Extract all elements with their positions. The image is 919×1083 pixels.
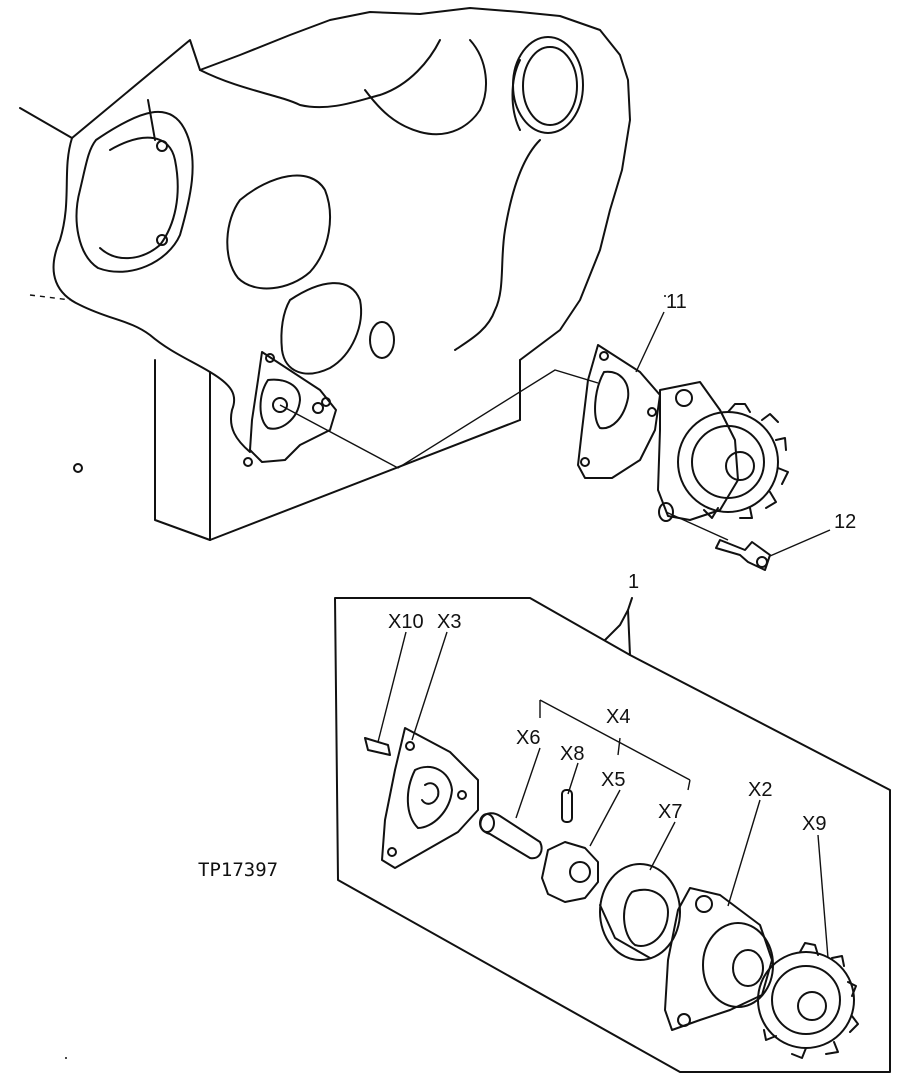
callout-x8: X8 [560,743,584,765]
callout-1: 1 [628,571,639,593]
alignment-leader [279,369,599,469]
assembled-oil-pump [577,344,789,522]
callout-x6: X6 [516,727,540,749]
callout-leaders [377,311,831,959]
exploded-view-box [334,597,891,1073]
pin-x8 [561,789,573,823]
callout-x5: X5 [601,769,625,791]
plate-x3 [381,727,479,869]
callout-12: 12 [834,511,856,533]
callout-x10: X10 [388,611,424,633]
shaft-x6 [479,812,543,860]
engine-block [19,7,631,541]
callout-x3: X3 [437,611,461,633]
callout-x2: X2 [748,779,772,801]
figure-code: TP17397 [198,859,278,881]
gear-x9 [757,942,859,1059]
outer-rotor-x7 [599,863,681,961]
callout-x4: X4 [606,706,630,728]
callout-x9: X9 [802,813,826,835]
pin-x10 [364,737,391,756]
callout-x7: X7 [658,801,682,823]
group-bracket-x4 [539,699,691,791]
pump-body-x2 [664,887,774,1031]
inner-rotor-x5 [541,841,599,903]
callout-11: 11 [666,291,687,313]
bolt-12 [665,511,771,571]
